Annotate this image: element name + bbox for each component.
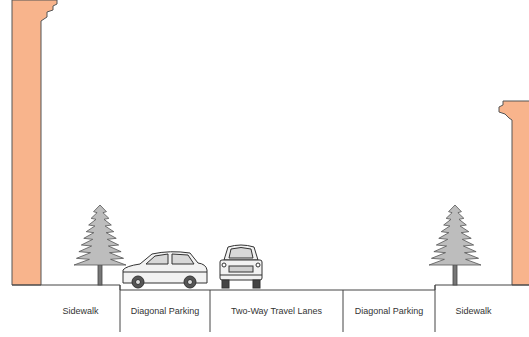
parked-car [123, 252, 207, 288]
left-building [12, 0, 57, 285]
section-label: Diagonal Parking [343, 305, 435, 317]
section-label: Sidewalk [41, 305, 120, 317]
street-tree [429, 205, 481, 285]
right-building [499, 101, 529, 285]
ground-line [12, 285, 529, 332]
travelling-car [220, 245, 262, 288]
section-label: Diagonal Parking [120, 305, 210, 317]
section-label: Sidewalk [435, 305, 512, 317]
street-tree [74, 205, 126, 285]
section-label: Two-Way Travel Lanes [210, 305, 343, 317]
